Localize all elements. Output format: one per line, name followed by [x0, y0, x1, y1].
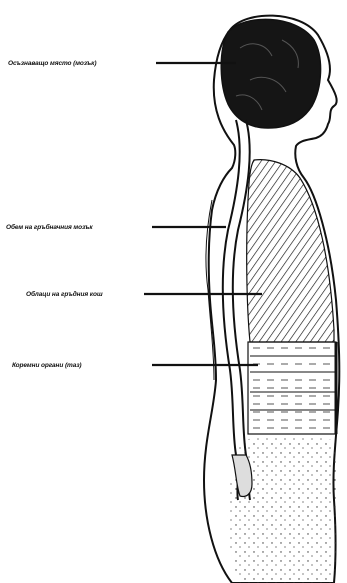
brain-region [221, 19, 320, 128]
chest-region [247, 160, 334, 342]
label-abdomen: Коремни органи (таз) [12, 362, 82, 369]
label-spine: Обем на гръбначния мозък [6, 223, 93, 231]
label-chest: Облаци на гръдния кош [26, 290, 103, 298]
label-brain: Осъзнаващо място (мозък) [8, 60, 96, 67]
